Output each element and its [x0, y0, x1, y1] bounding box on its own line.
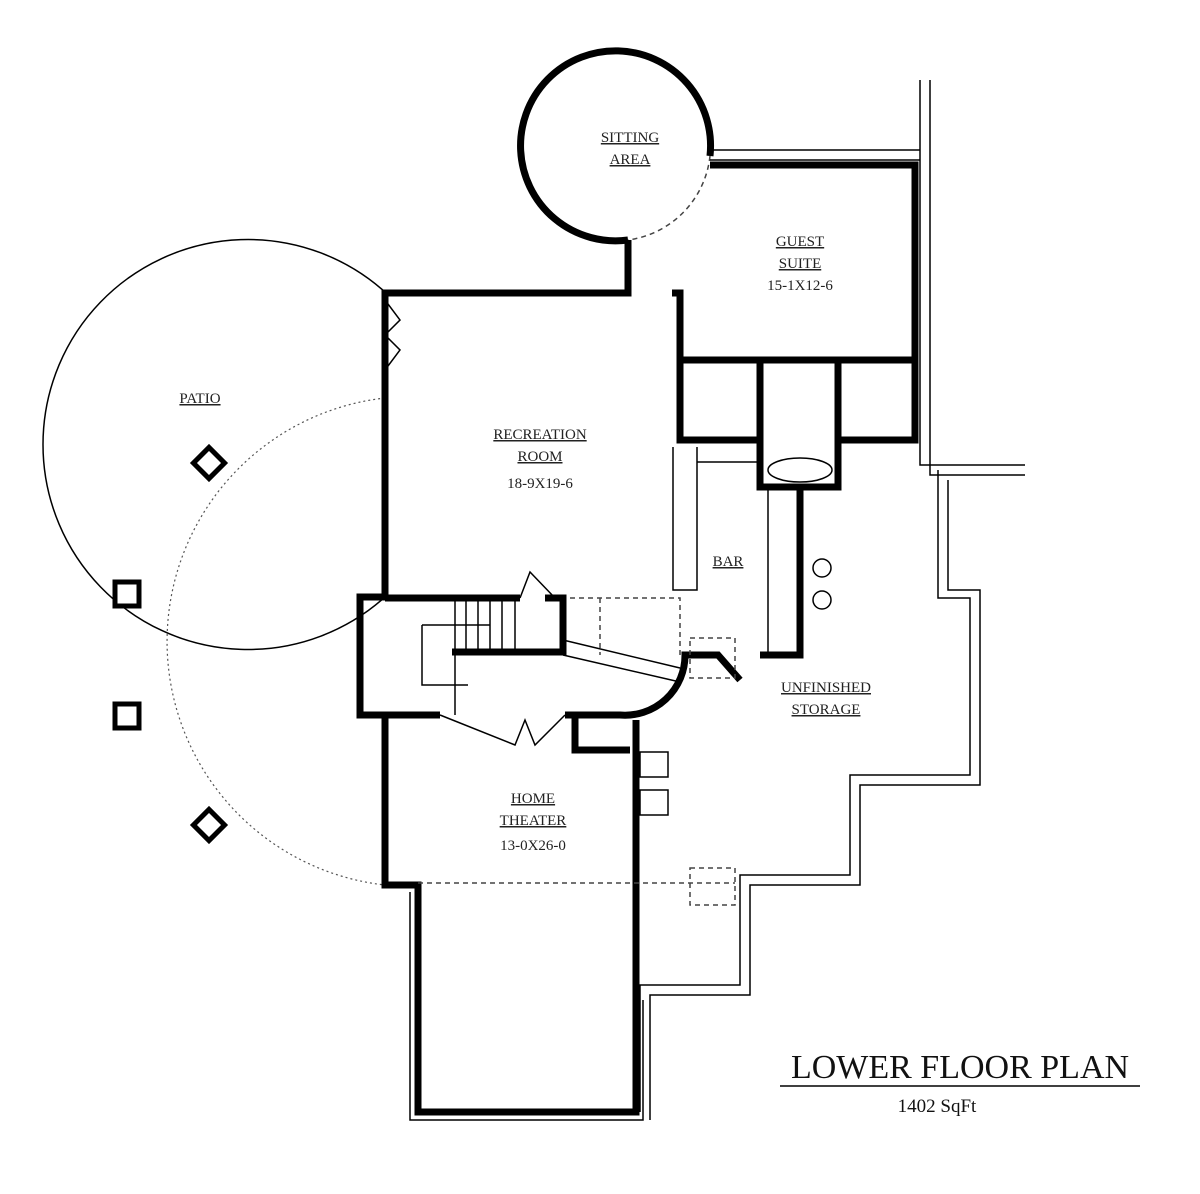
bath-walls	[680, 356, 915, 440]
sitting-area-label: SITTING	[601, 130, 659, 146]
sitting-area-open-edge	[627, 155, 711, 241]
storage-outer-wall	[639, 80, 1025, 1112]
home-theater-label: HOME	[511, 791, 555, 807]
recreation-room-label: ROOM	[517, 449, 562, 465]
patio-label: PATIO	[179, 391, 220, 407]
guest-top-wall	[710, 149, 920, 161]
recreation-room-walls	[356, 240, 632, 719]
sitting-area-label: AREA	[610, 152, 651, 168]
column-icon	[189, 805, 229, 845]
home-theater-size: 13-0X26-0	[500, 838, 566, 854]
sink-icon	[812, 590, 832, 610]
mechanical-unit	[639, 789, 669, 816]
bar-counter	[672, 447, 769, 655]
guest-suite-size: 15-1X12-6	[767, 278, 833, 294]
east-wall	[672, 161, 919, 491]
column-icon	[112, 701, 142, 731]
unfinished-storage-label: UNFINISHED	[781, 680, 871, 696]
door-swing	[383, 299, 401, 590]
unfinished-storage-label: STORAGE	[792, 702, 861, 718]
guest-suite-label: GUEST	[776, 234, 824, 250]
tub-icon	[767, 457, 833, 483]
recreation-room-label: RECREATION	[493, 427, 587, 443]
column-icon	[112, 579, 142, 609]
theater-doors	[439, 714, 566, 747]
bar-label: BAR	[713, 554, 744, 570]
home-theater-walls	[381, 715, 640, 1116]
plan-area: 1402 SqFt	[898, 1096, 977, 1117]
sitting-area-wall	[517, 47, 715, 245]
patio-dotted-arc	[166, 397, 386, 886]
dashed-outlines	[570, 597, 736, 906]
column-icon	[189, 443, 229, 483]
plan-title: LOWER FLOOR PLAN	[791, 1049, 1129, 1086]
recreation-room-size: 18-9X19-6	[507, 476, 573, 492]
storage-outer-wall	[649, 480, 981, 1120]
bar-wall	[760, 487, 804, 659]
stair-landing-wall	[565, 651, 743, 719]
home-theater-hatch	[409, 892, 644, 1121]
patio-outline	[42, 238, 386, 651]
stairs	[421, 570, 681, 715]
home-theater-label: THEATER	[500, 813, 567, 829]
guest-suite-label: SUITE	[779, 256, 822, 272]
mechanical-unit	[639, 751, 669, 778]
sink-icon	[812, 558, 832, 578]
